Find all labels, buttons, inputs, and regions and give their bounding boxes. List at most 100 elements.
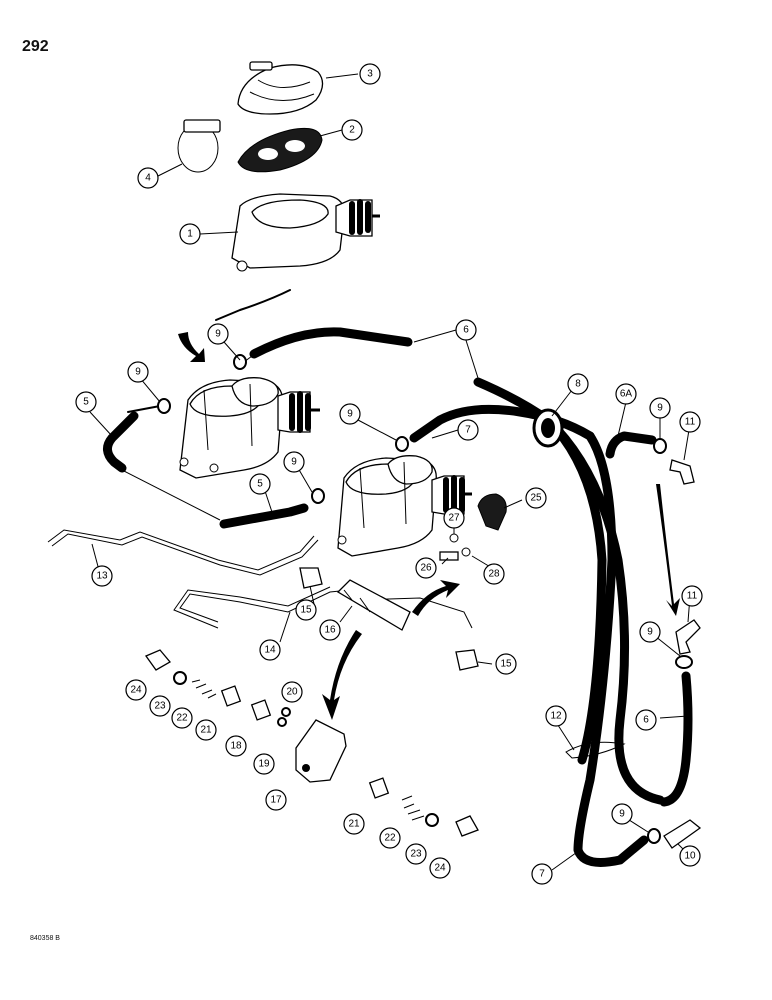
svg-text:1: 1 xyxy=(187,229,193,240)
svg-text:9: 9 xyxy=(291,457,297,468)
elbow-fitting-lower xyxy=(675,619,701,655)
callout-13: 13 xyxy=(91,565,113,587)
svg-text:9: 9 xyxy=(657,403,663,414)
callout-21-a: 21 xyxy=(195,719,217,741)
reservoir-cover xyxy=(237,61,324,115)
callout-7-a: 7 xyxy=(457,419,479,441)
callout-20: 20 xyxy=(281,681,303,703)
svg-text:16: 16 xyxy=(324,625,336,636)
svg-text:7: 7 xyxy=(465,425,471,436)
callout-9-c: 9 xyxy=(339,403,361,425)
callout-6-b: 6 xyxy=(635,709,657,731)
svg-text:9: 9 xyxy=(347,409,353,420)
svg-text:9: 9 xyxy=(647,627,653,638)
callout-21-b: 21 xyxy=(343,813,365,835)
brake-tube-13 xyxy=(47,529,315,571)
callout-1: 1 xyxy=(179,223,201,245)
callout-24-b: 24 xyxy=(429,857,451,879)
hose-6-upper xyxy=(249,327,413,359)
svg-text:22: 22 xyxy=(176,713,188,724)
callout-8: 8 xyxy=(567,373,589,395)
callout-22-a: 22 xyxy=(171,707,193,729)
callout-28: 28 xyxy=(483,563,505,585)
svg-text:14: 14 xyxy=(264,645,276,656)
callout-3: 3 xyxy=(359,63,381,85)
brake-tube-14 xyxy=(179,589,473,629)
svg-text:15: 15 xyxy=(500,659,512,670)
svg-text:6A: 6A xyxy=(620,389,633,400)
svg-text:5: 5 xyxy=(83,397,89,408)
callout-23-b: 23 xyxy=(405,843,427,865)
svg-text:21: 21 xyxy=(200,725,212,736)
callout-17: 17 xyxy=(265,789,287,811)
callout-4: 4 xyxy=(137,167,159,189)
svg-text:8: 8 xyxy=(575,379,581,390)
svg-text:6: 6 xyxy=(463,325,469,336)
callout-15-a: 15 xyxy=(295,599,317,621)
svg-text:13: 13 xyxy=(96,571,108,582)
valve-small-parts xyxy=(145,649,479,837)
figure-code: 840358 B xyxy=(30,935,60,942)
svg-text:22: 22 xyxy=(384,833,396,844)
callout-27: 27 xyxy=(443,507,465,529)
callout-5-b: 5 xyxy=(249,473,271,495)
hose-7 xyxy=(409,404,595,443)
svg-text:12: 12 xyxy=(550,711,562,722)
cover-gasket xyxy=(237,127,323,173)
callout-6A: 6A xyxy=(615,383,637,405)
grommet xyxy=(532,408,564,448)
svg-text:20: 20 xyxy=(286,687,298,698)
svg-text:15: 15 xyxy=(300,605,312,616)
callout-5-a: 5 xyxy=(75,391,97,413)
arrow-icon xyxy=(178,332,205,362)
svg-text:24: 24 xyxy=(434,863,446,874)
callout-12: 12 xyxy=(545,705,567,727)
callout-7-b: 7 xyxy=(531,863,553,885)
hose-6-lower xyxy=(659,671,693,807)
hose-6A xyxy=(605,431,657,459)
svg-text:2: 2 xyxy=(349,125,355,136)
callout-2: 2 xyxy=(341,119,363,141)
callout-9-a: 9 xyxy=(207,323,229,345)
callout-10: 10 xyxy=(679,845,701,867)
elbow-fitting-upper xyxy=(669,459,695,485)
hose-5-lower xyxy=(219,503,309,529)
svg-text:25: 25 xyxy=(530,493,542,504)
svg-text:21: 21 xyxy=(348,819,360,830)
callout-16: 16 xyxy=(319,619,341,641)
callout-14: 14 xyxy=(259,639,281,661)
svg-text:9: 9 xyxy=(619,809,625,820)
tee-fitting-lower xyxy=(455,649,479,671)
callout-9-d: 9 xyxy=(283,451,305,473)
callout-11-b: 11 xyxy=(681,585,703,607)
tee-fitting-upper xyxy=(299,567,323,589)
hose-7-long xyxy=(573,431,649,867)
svg-text:27: 27 xyxy=(448,513,460,524)
svg-text:3: 3 xyxy=(367,69,373,80)
valve-body-17 xyxy=(295,719,347,783)
svg-text:9: 9 xyxy=(135,367,141,378)
callout-18: 18 xyxy=(225,735,247,757)
master-cylinder-left xyxy=(179,377,320,479)
svg-text:4: 4 xyxy=(145,173,151,184)
callout-9-g: 9 xyxy=(611,803,633,825)
callout-6-a: 6 xyxy=(455,319,477,341)
callout-9-e: 9 xyxy=(649,397,671,419)
master-cylinder-right xyxy=(337,455,472,557)
hose-5-upper xyxy=(103,411,139,473)
svg-text:28: 28 xyxy=(488,569,500,580)
svg-text:11: 11 xyxy=(687,591,698,602)
svg-text:23: 23 xyxy=(154,701,166,712)
svg-text:18: 18 xyxy=(230,741,242,752)
callout-22-b: 22 xyxy=(379,827,401,849)
callout-11-a: 11 xyxy=(679,411,701,433)
svg-text:24: 24 xyxy=(130,685,142,696)
svg-text:5: 5 xyxy=(257,479,263,490)
callout-15-b: 15 xyxy=(495,653,517,675)
callout-24-a: 24 xyxy=(125,679,147,701)
svg-text:9: 9 xyxy=(215,329,221,340)
svg-text:10: 10 xyxy=(684,851,696,862)
master-cylinder xyxy=(231,193,380,272)
callout-9-b: 9 xyxy=(127,361,149,383)
